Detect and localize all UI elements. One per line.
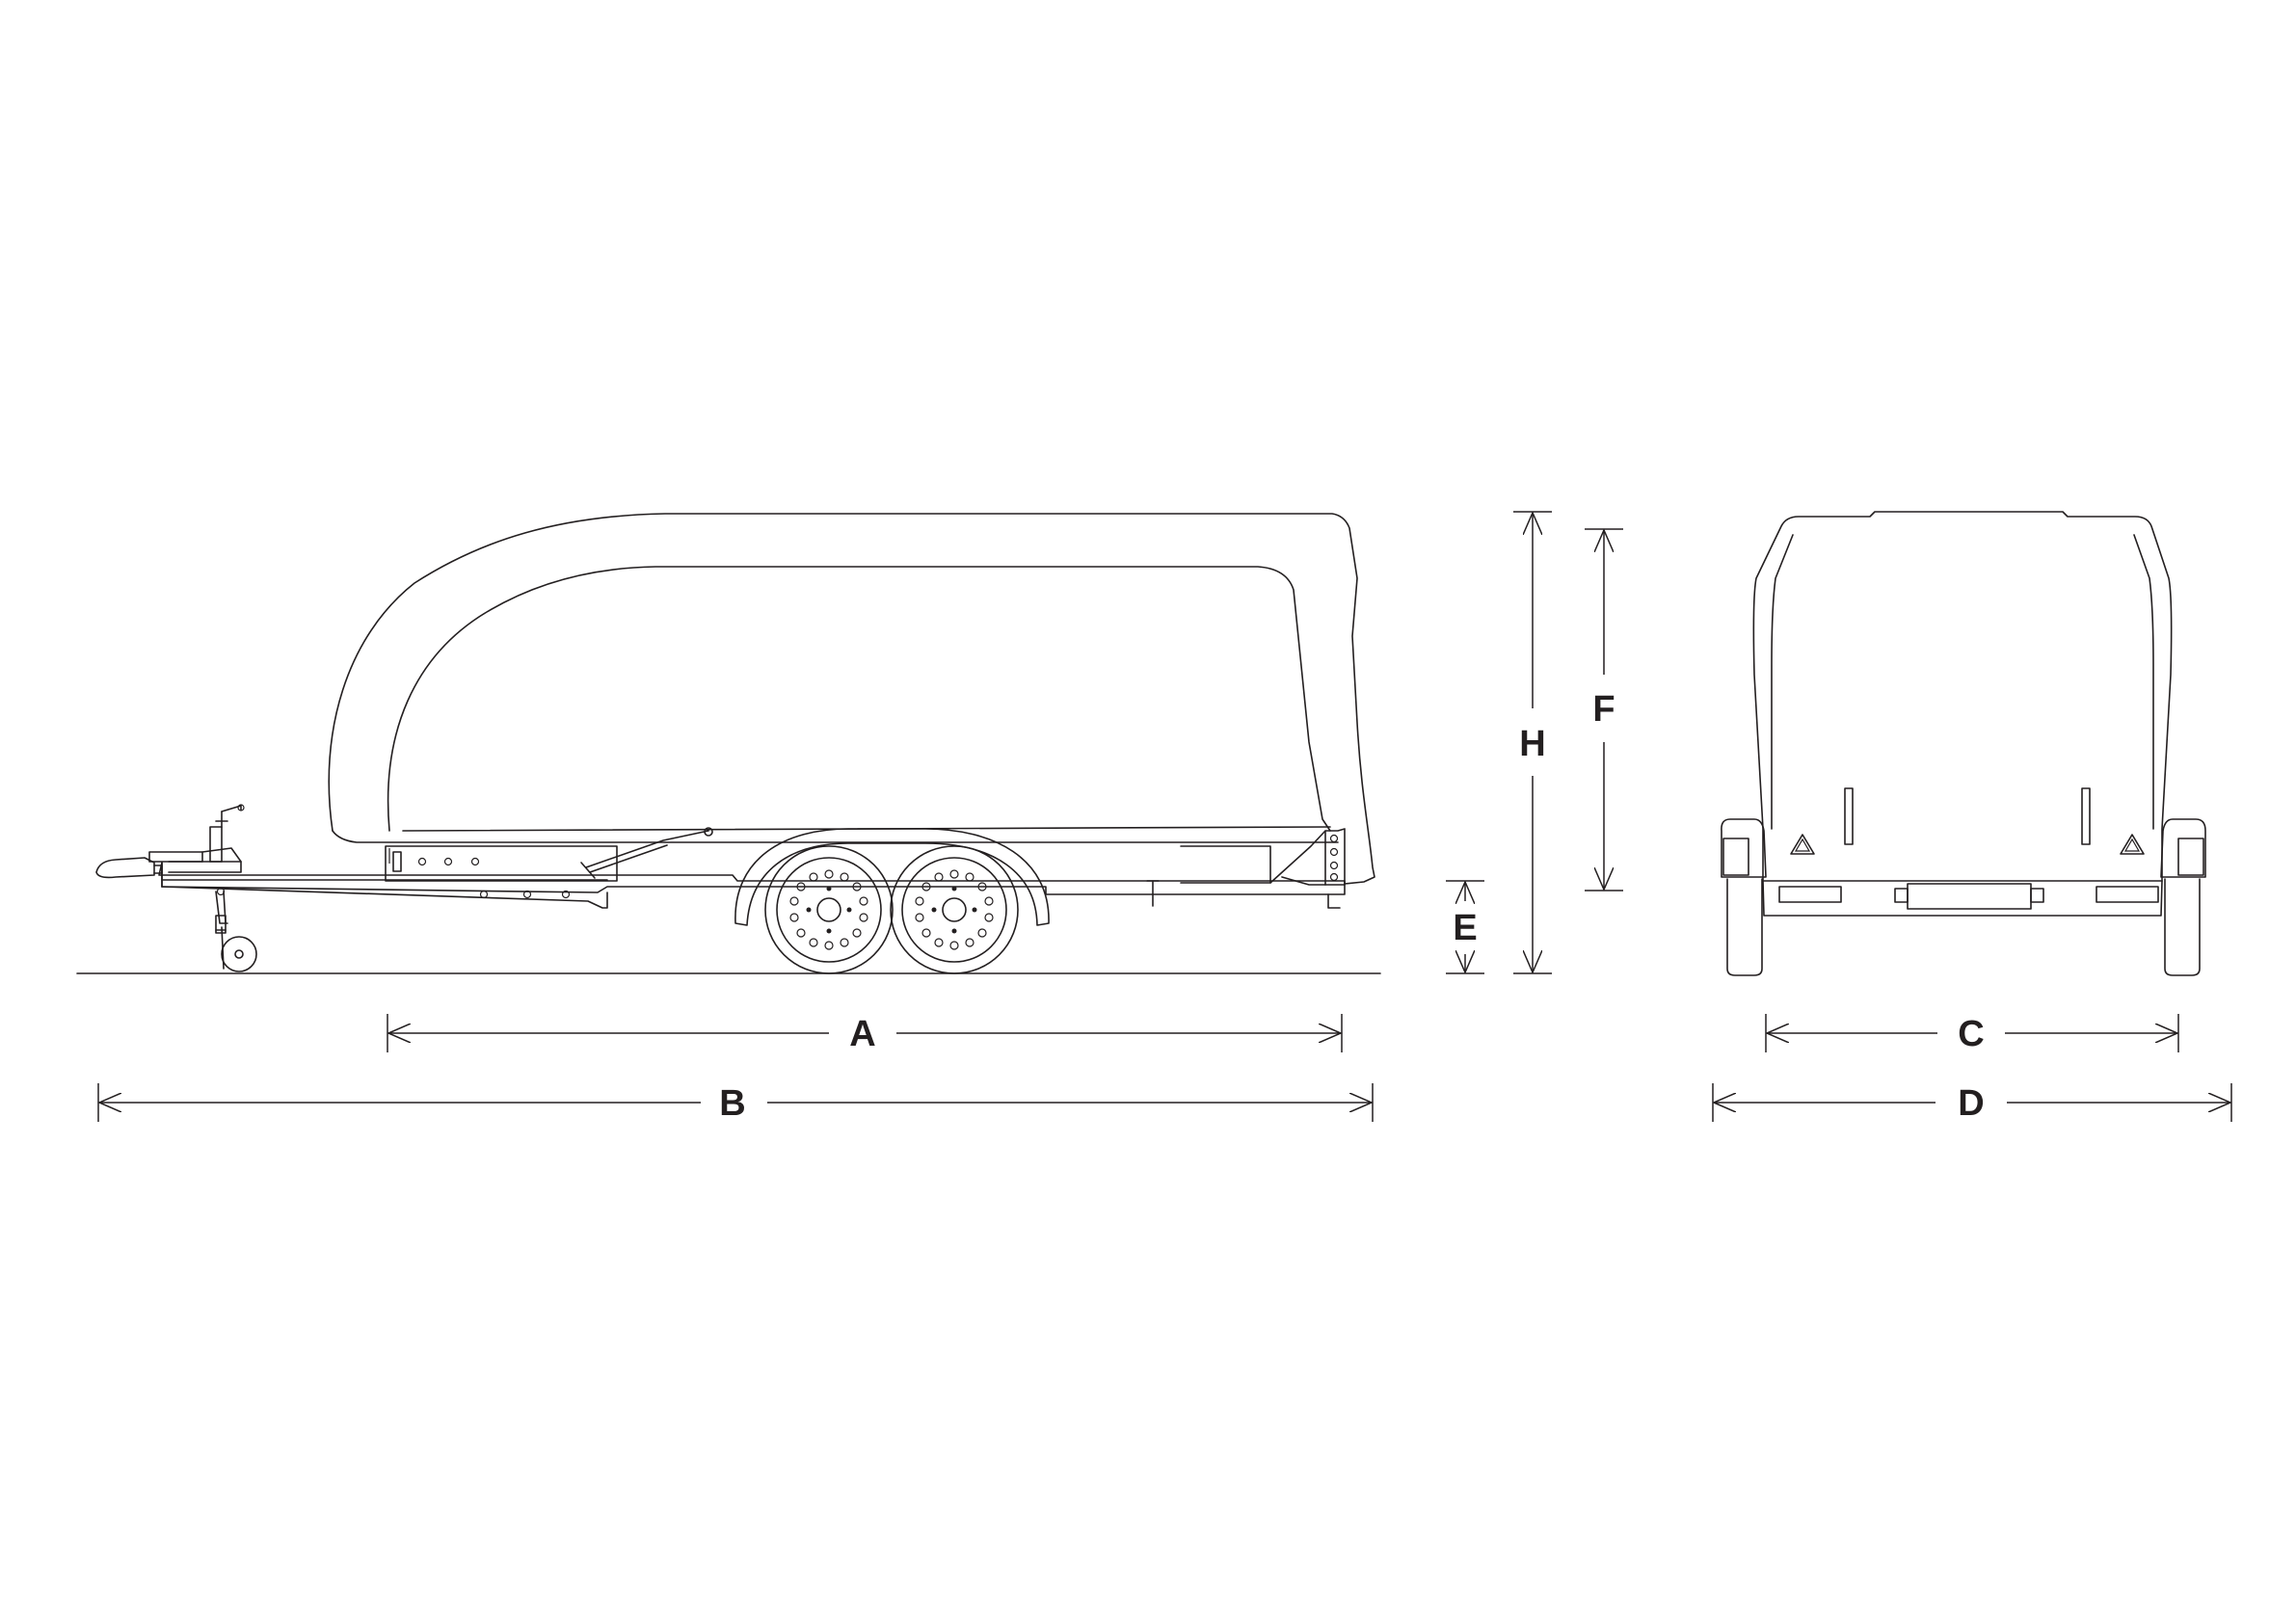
dimension-label-f: F xyxy=(1592,689,1615,730)
latch xyxy=(392,851,402,872)
dimension-label-a: A xyxy=(849,1014,875,1054)
gas-strut xyxy=(585,830,709,868)
wheel-fender xyxy=(734,828,1050,926)
dimension-label-e: E xyxy=(1453,908,1477,948)
rear-bracket xyxy=(1269,828,1346,886)
front-side-panel xyxy=(385,845,618,882)
dimension-label-b: B xyxy=(719,1083,745,1124)
dimension-label-c: C xyxy=(1958,1014,1984,1054)
dimension-label-h: H xyxy=(1519,724,1545,764)
rear-view xyxy=(1721,511,2206,976)
wheel-front xyxy=(764,845,894,974)
dimension-labels: A B C D E H F xyxy=(719,689,1984,1124)
canopy-rail xyxy=(332,830,1339,843)
rear-side-panel xyxy=(1180,845,1271,884)
left-light xyxy=(1778,886,1842,903)
drawbar xyxy=(161,886,608,909)
dimension-lines xyxy=(97,511,2232,1122)
wheel-rear xyxy=(890,845,1019,974)
right-light xyxy=(2096,886,2159,903)
dimension-label-d: D xyxy=(1958,1083,1984,1124)
number-plate xyxy=(1907,883,2032,910)
canopy-outer xyxy=(328,513,1375,885)
canopy-inner xyxy=(387,566,1331,832)
side-view xyxy=(76,513,1381,974)
left-triangle-reflector xyxy=(1790,834,1815,855)
right-triangle-reflector xyxy=(2120,834,2145,855)
rear-canopy xyxy=(1752,511,2173,882)
hitch xyxy=(95,804,257,972)
